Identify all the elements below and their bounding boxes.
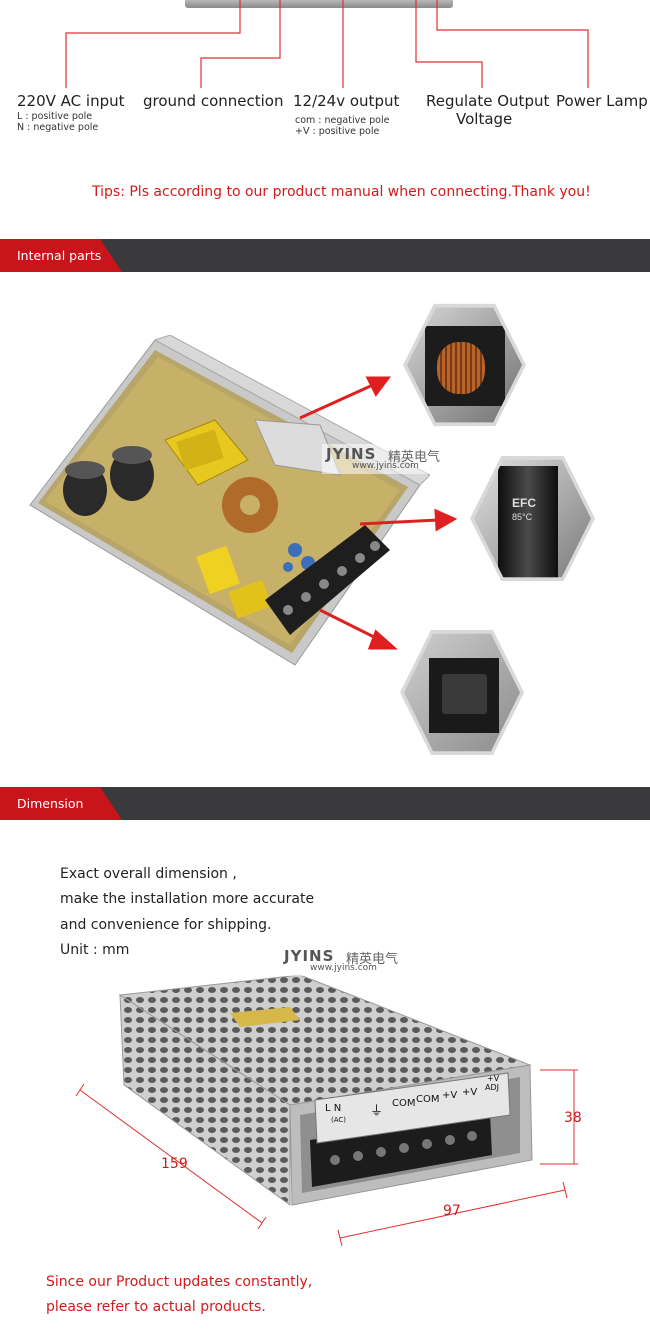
footer-line-1: Since our Product updates constantly, <box>46 1274 313 1290</box>
watermark-dimension: JYINS 精英电气 www.jyins.com <box>280 946 404 976</box>
dimension-text-line-4: Unit : mm <box>60 942 130 958</box>
capacitor-temp-text: 85°C <box>512 512 533 522</box>
terminal-label-com-1: COM <box>392 1098 416 1109</box>
note-output-v: +V : positive pole <box>295 126 380 137</box>
footer-line-2: please refer to actual products. <box>46 1299 266 1315</box>
note-ac-n: N : negative pole <box>17 122 99 133</box>
dimension-lines <box>75 1069 578 1247</box>
label-output: 12/24v output <box>293 92 400 110</box>
dimension-text-line-2: make the installation more accurate <box>60 891 315 907</box>
section-title-internal: Internal parts <box>17 248 102 263</box>
connector-leader-lines <box>65 0 589 88</box>
dimension-text-line-3: and convenience for shipping. <box>60 917 272 933</box>
dimension-width: 97 <box>443 1203 461 1219</box>
tips-text: Tips: Pls according to our product manua… <box>92 184 591 200</box>
watermark-internal: JYINS 精英电气 www.jyins.com <box>322 444 492 474</box>
power-supply-image <box>118 975 533 1206</box>
label-regulate-2: Voltage <box>456 110 513 128</box>
capacitor-brand-text: EFC <box>512 496 536 510</box>
terminal-label-v-1: +V <box>442 1090 458 1101</box>
product-edge-image <box>185 0 453 8</box>
note-output-com: com : negative pole <box>295 115 390 126</box>
terminal-label-adj-2: ADJ <box>485 1083 499 1092</box>
callout-arrows <box>299 376 458 650</box>
ground-symbol-icon: ⏚ <box>370 1103 384 1118</box>
label-ac-input: 220V AC input <box>17 92 125 110</box>
section-banner-dimension: Dimension <box>0 787 650 820</box>
terminal-label-v-2: +V <box>462 1087 478 1098</box>
note-ac-l: L : positive pole <box>17 111 93 122</box>
dimension-height: 38 <box>564 1110 582 1126</box>
terminal-label-adj-1: +V <box>487 1074 500 1083</box>
label-power-lamp: Power Lamp <box>556 92 648 110</box>
terminal-label-com-2: COM <box>416 1094 440 1105</box>
dimension-length: 159 <box>161 1156 188 1172</box>
dimension-text-line-1: Exact overall dimension , <box>60 866 237 882</box>
label-ground: ground connection <box>143 92 284 110</box>
terminal-label-ln: L N <box>325 1103 342 1114</box>
section-title-dimension: Dimension <box>17 796 84 811</box>
terminal-label-ac: (AC) <box>331 1116 347 1124</box>
section-banner-internal: Internal parts <box>0 239 650 272</box>
label-regulate-1: Regulate Output <box>426 92 550 110</box>
